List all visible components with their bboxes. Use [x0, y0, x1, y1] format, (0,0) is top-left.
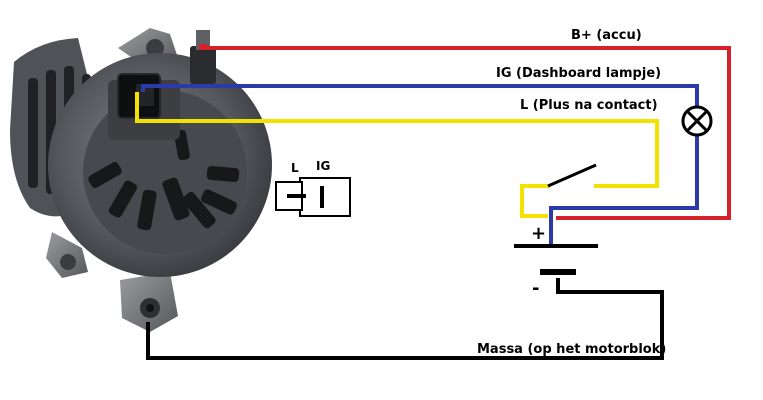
battery-minus-label: -: [532, 278, 539, 299]
ig-wire-lamp-to-battery: [549, 138, 699, 246]
b-plus-wire: [203, 46, 731, 220]
ignition-switch: [547, 163, 597, 188]
connector-ig-label: IG: [316, 159, 330, 173]
l-wire-switch-side: [520, 184, 550, 218]
alternator-vents: [88, 129, 240, 231]
switch-lever: [547, 163, 597, 188]
battery-plus-label: +: [531, 223, 546, 244]
b-plus-terminal: [190, 46, 216, 84]
alternator-bottom-bolt: [146, 304, 154, 312]
alternator-connector-pins: [136, 84, 154, 106]
ig-label: IG (Dashboard lampje): [496, 66, 661, 81]
alternator-left-ear-hole: [60, 254, 76, 270]
ground-wire: [146, 278, 664, 360]
alternator: [10, 28, 272, 332]
alternator-top-ear-hole: [146, 39, 164, 57]
connector-plug: [275, 177, 351, 217]
l-wire: [135, 92, 659, 188]
b-plus-label: B+ (accu): [571, 28, 642, 43]
plug-body: [299, 177, 351, 217]
connector-l-label: L: [291, 161, 299, 175]
battery: [514, 244, 598, 275]
l-label: L (Plus na contact): [520, 98, 658, 113]
indicator-lamp: [681, 105, 713, 137]
ground-label: Massa (op het motorblok): [477, 342, 666, 357]
